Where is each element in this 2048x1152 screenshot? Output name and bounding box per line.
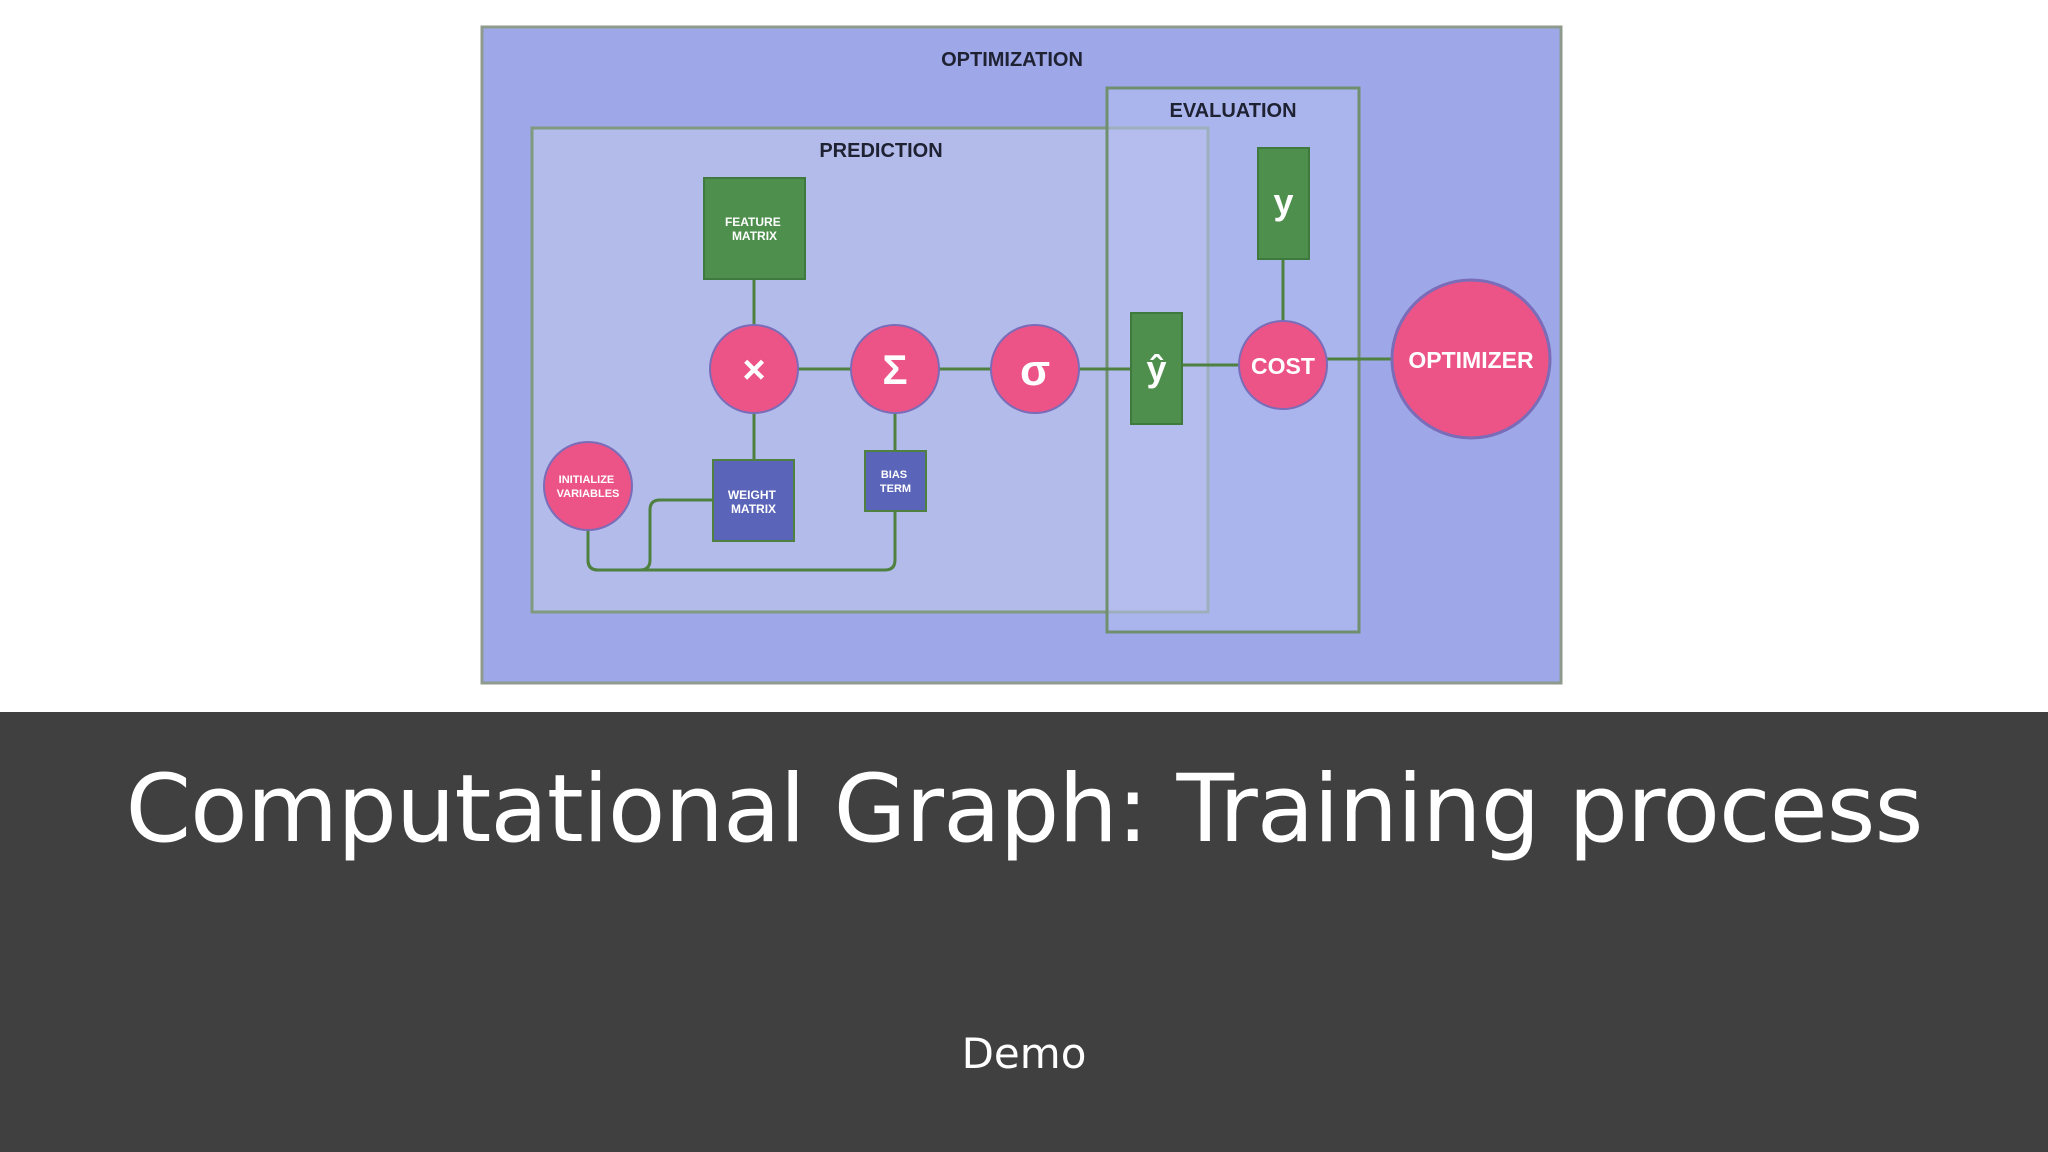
feature-matrix-node xyxy=(703,177,806,280)
weight-matrix-label: WEIGHT MATRIX xyxy=(728,488,779,516)
edge-init-weight xyxy=(586,498,713,572)
optimizer-label: OPTIMIZER xyxy=(1408,347,1534,373)
edges xyxy=(586,259,1392,572)
prediction-label: PREDICTION xyxy=(819,140,942,162)
title-band xyxy=(0,712,2048,1152)
optimization-label: OPTIMIZATION xyxy=(941,49,1083,71)
initialize-variables-label: INITIALIZE VARIABLES xyxy=(557,474,620,500)
bias-term-label: BIAS TERM xyxy=(880,469,911,495)
cost-label: COST xyxy=(1251,353,1315,379)
slide-title: Computational Graph: Training process xyxy=(125,755,1924,864)
multiply-symbol: × xyxy=(742,348,765,392)
computational-graph-diagram: OPTIMIZATION PREDICTION EVALUATION FEATU… xyxy=(480,25,1563,685)
sum-node xyxy=(850,324,940,414)
feature-matrix-label: FEATURE MATRIX xyxy=(725,215,784,243)
bias-term-node xyxy=(864,450,927,512)
slide-subtitle: Demo xyxy=(961,1029,1087,1078)
y-hat-symbol: ŷ xyxy=(1146,348,1166,389)
sum-symbol: Σ xyxy=(882,346,907,393)
multiply-node xyxy=(709,324,799,414)
initialize-variables-node xyxy=(543,441,633,531)
weight-matrix-node xyxy=(712,459,795,542)
y-hat-node xyxy=(1130,312,1183,425)
evaluation-label: EVALUATION xyxy=(1169,100,1296,122)
sigmoid-symbol: σ xyxy=(1020,346,1050,395)
cost-node xyxy=(1238,320,1328,410)
y-symbol: y xyxy=(1273,181,1293,222)
sigmoid-node xyxy=(990,324,1080,414)
optimizer-node xyxy=(1390,278,1552,440)
y-node xyxy=(1257,147,1310,260)
